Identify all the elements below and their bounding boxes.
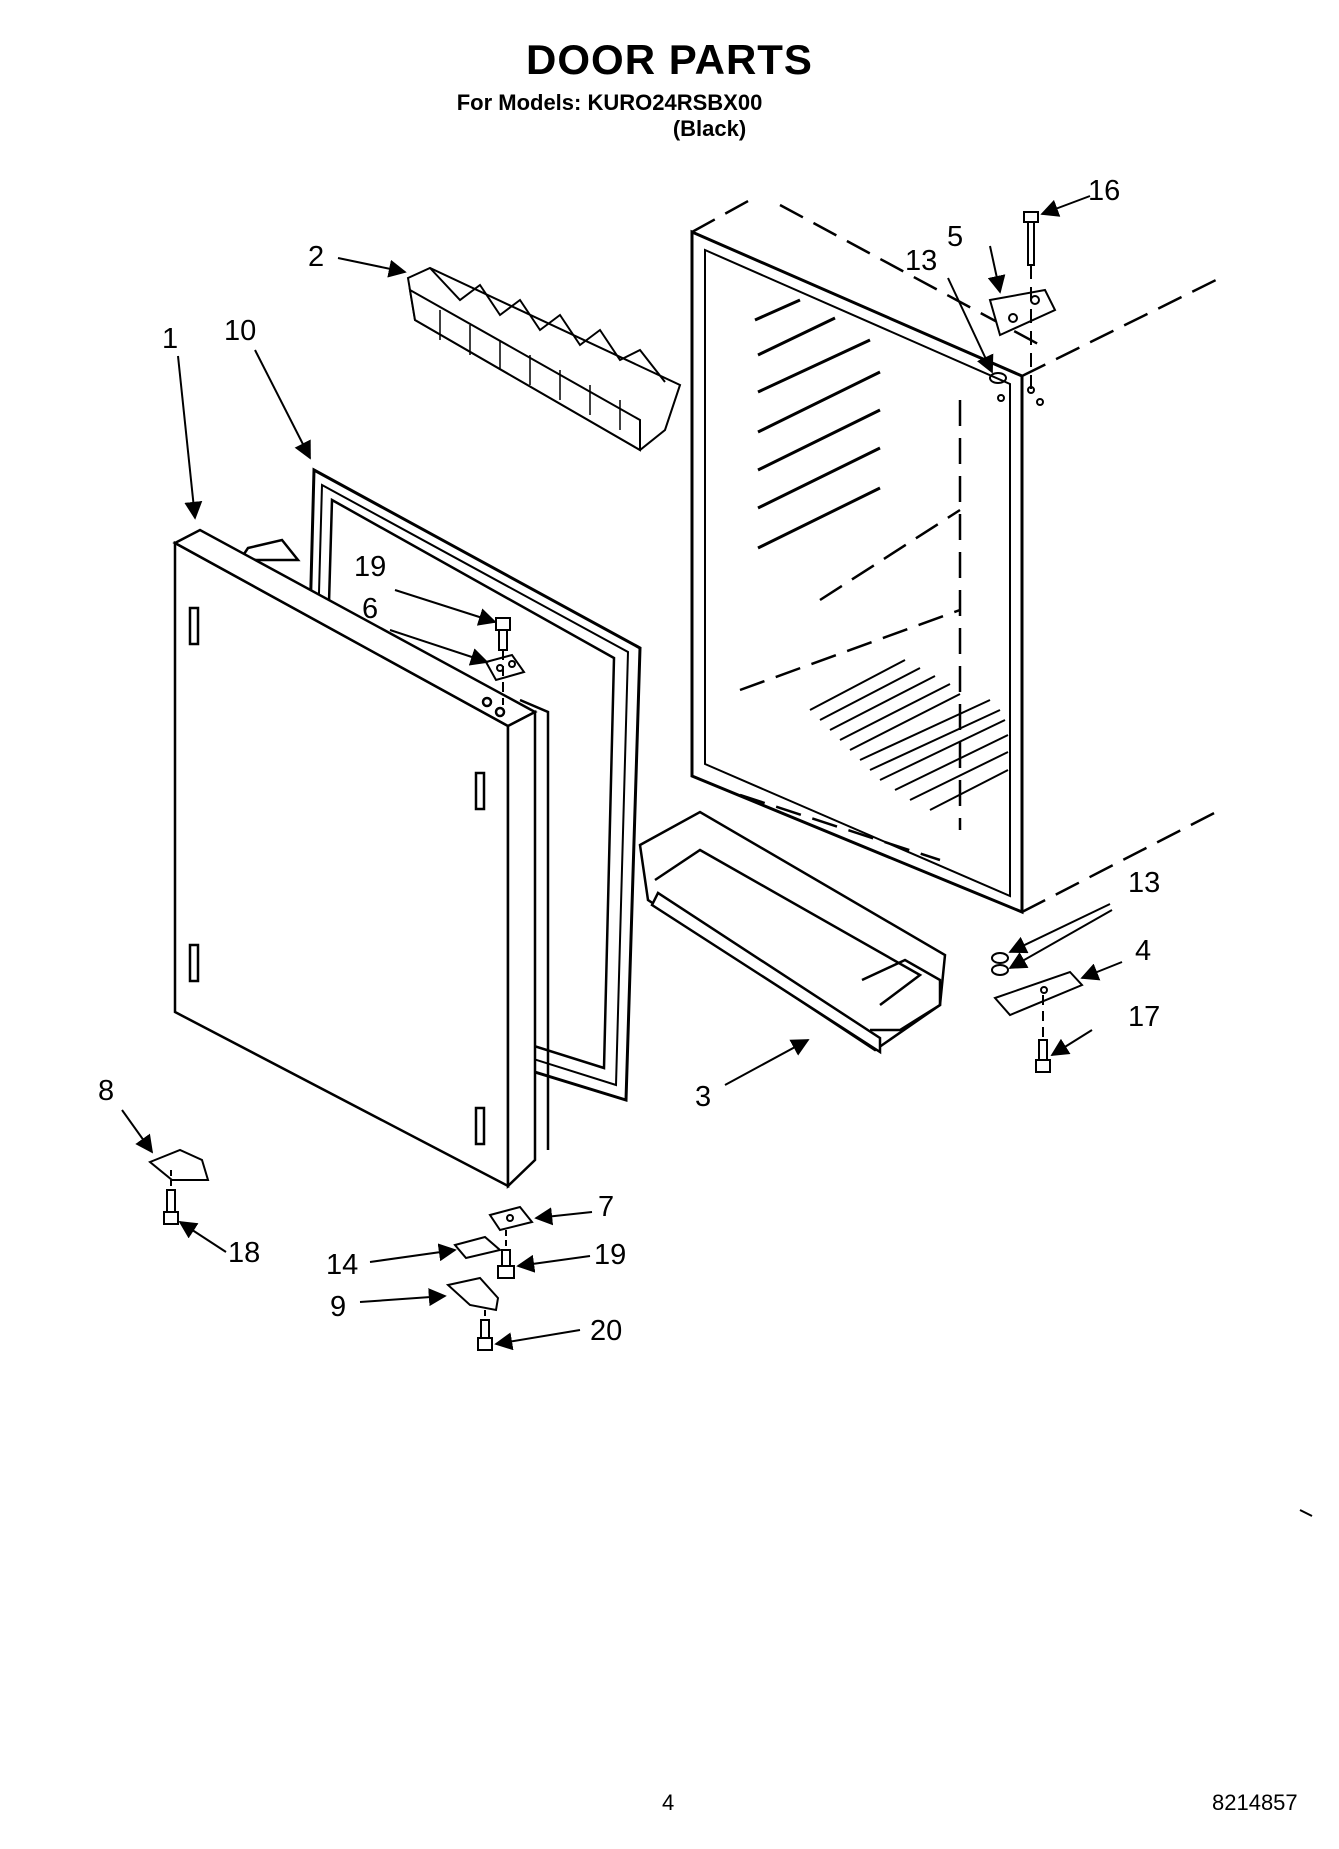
- callout-6: 6: [362, 593, 378, 625]
- callout-1: 1: [162, 323, 178, 355]
- callout-8: 8: [98, 1075, 114, 1107]
- callout-19-bottom: 19: [594, 1239, 626, 1271]
- door-top-hinge: [484, 617, 526, 705]
- callout-13-top: 13: [905, 245, 937, 277]
- callout-4: 4: [1135, 935, 1151, 967]
- bottom-right-hinge: [991, 952, 1084, 1073]
- callout-13-bottom: 13: [1128, 867, 1160, 899]
- callout-9: 9: [330, 1291, 346, 1323]
- door-panel: [172, 528, 550, 1189]
- bottom-door-hinge: [445, 1205, 534, 1351]
- page-title: DOOR PARTS: [526, 36, 813, 83]
- callout-19-top: 19: [354, 551, 386, 583]
- callout-17: 17: [1128, 1001, 1160, 1033]
- top-hinge: [988, 211, 1057, 406]
- edge-mark: [1299, 1509, 1313, 1517]
- callout-14: 14: [326, 1249, 358, 1281]
- callout-3: 3: [695, 1081, 711, 1113]
- door-bin: [638, 810, 947, 1055]
- model-variant: (Black): [672, 116, 747, 141]
- callout-10: 10: [224, 315, 256, 347]
- document-number: 8214857: [1212, 1790, 1298, 1815]
- callout-2: 2: [308, 241, 324, 273]
- cabinet: [690, 198, 1221, 915]
- callout-18: 18: [228, 1237, 260, 1269]
- callout-labels: 1 2 3 4 5 6 7 8 9 10 13 13 14 16 17 18 1…: [98, 175, 1160, 1347]
- leader-lines: [121, 195, 1123, 1351]
- callout-16: 16: [1088, 175, 1120, 207]
- callout-7: 7: [598, 1191, 614, 1223]
- bottom-left-bracket: [148, 1148, 210, 1225]
- top-bin: [406, 266, 682, 452]
- models-line: For Models: KURO24RSBX00: [456, 90, 763, 115]
- page-number: 4: [662, 1790, 675, 1815]
- callout-20: 20: [590, 1315, 622, 1347]
- callout-5: 5: [947, 221, 963, 253]
